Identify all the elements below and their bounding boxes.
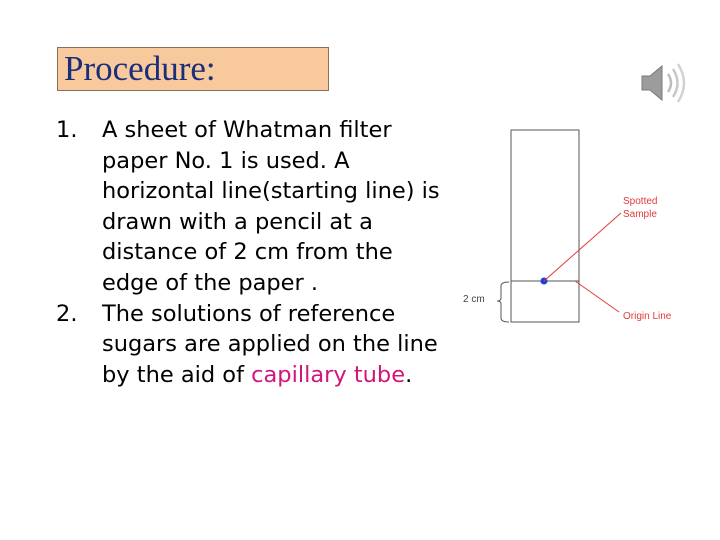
step-1: 1. A sheet of Whatman filter paper No. 1… [56,115,456,299]
title-box: Procedure: [57,47,329,91]
origin-label: Origin Line [623,311,672,322]
chromatography-diagram: Spotted Sample Origin Line 2 cm [463,129,672,323]
spotted-label-1: Spotted [623,196,657,207]
origin-pointer [574,280,620,313]
distance-label: 2 cm [463,294,485,305]
filter-paper [510,129,580,323]
spotted-label-2: Sample [623,209,657,220]
slide-title: Procedure: [64,49,216,88]
procedure-steps: 1. A sheet of Whatman filter paper No. 1… [56,115,456,390]
highlighted-term: capillary tube [251,361,406,388]
step-2: 2. The solutions of reference sugars are… [56,299,456,391]
step-number: 2. [56,300,78,327]
step-number: 1. [56,117,78,143]
step-text: A sheet of Whatman filter paper No. 1 is… [102,117,440,296]
step-text-end: . [405,361,413,388]
step-text: The solutions of reference sugars are ap… [102,300,438,388]
distance-brace [496,281,510,323]
speaker-icon[interactable] [638,60,690,106]
spotted-pointer [543,212,622,282]
